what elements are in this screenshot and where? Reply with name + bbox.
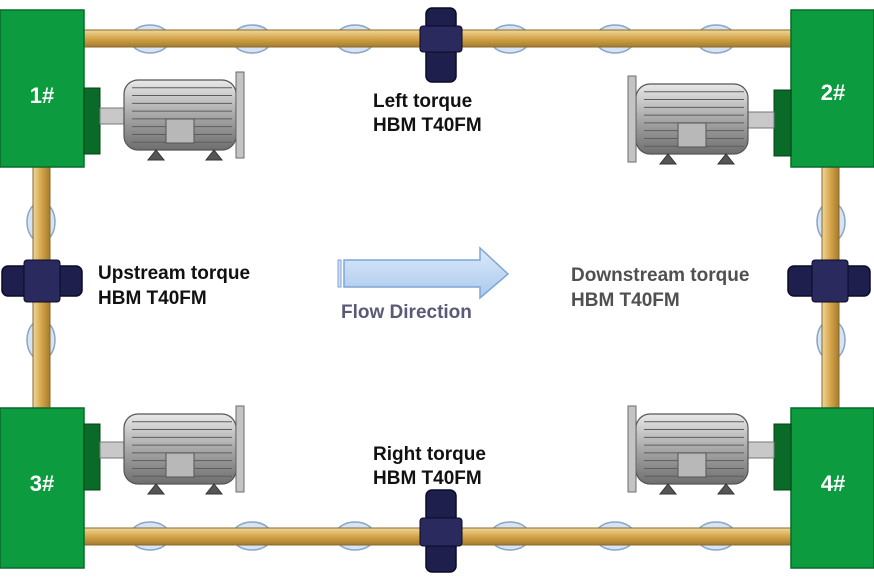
unit-flange-2 xyxy=(773,89,792,157)
flow-direction-label: Flow Direction xyxy=(341,302,472,323)
unit-label-2: 2# xyxy=(820,80,846,105)
unit-box-3 xyxy=(0,407,85,569)
downstream-torque-name: Downstream torque xyxy=(571,265,750,286)
unit-label-1: 1# xyxy=(29,83,55,108)
motor-1-icon xyxy=(99,71,245,161)
upstream-torque-coupling xyxy=(1,259,83,303)
unit-flange-4 xyxy=(773,423,792,491)
left-torque-coupling xyxy=(419,7,463,83)
left-torque-name: Left torque xyxy=(373,91,473,112)
downstream-torque-coupling xyxy=(787,259,871,303)
downstream-torque-model: HBM T40FM xyxy=(571,290,680,311)
unit-box-2 xyxy=(790,9,874,168)
unit-box-1 xyxy=(0,9,85,168)
unit-label-4: 4# xyxy=(820,471,846,496)
unit-flange-3 xyxy=(83,423,101,491)
motor-2-icon xyxy=(627,75,775,165)
flow-arrow-icon xyxy=(337,246,510,300)
motors xyxy=(99,71,775,495)
unit-label-3: 3# xyxy=(29,471,55,496)
right-torque-name: Right torque xyxy=(373,444,486,465)
unit-box-4 xyxy=(790,407,874,569)
motor-3-icon xyxy=(99,405,245,495)
unit-flange-1 xyxy=(83,87,101,155)
upstream-torque-model: HBM T40FM xyxy=(98,288,207,309)
right-torque-coupling xyxy=(419,489,463,573)
right-torque-model: HBM T40FM xyxy=(373,468,482,489)
motor-4-icon xyxy=(627,405,775,495)
left-torque-model: HBM T40FM xyxy=(373,115,482,136)
upstream-torque-name: Upstream torque xyxy=(98,263,251,284)
